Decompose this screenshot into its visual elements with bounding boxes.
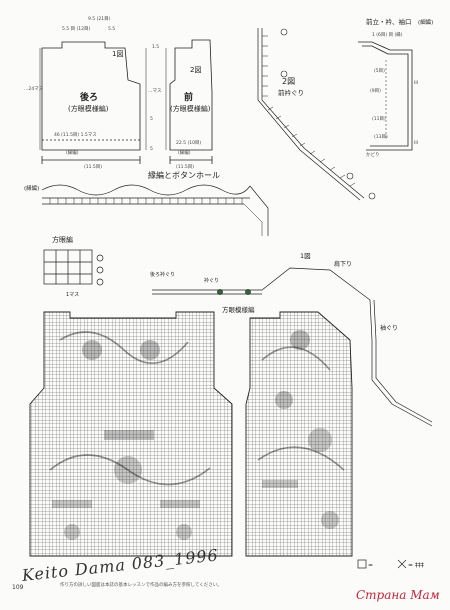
svg-text:1.5: 1.5 — [152, 44, 159, 50]
stitch-legend — [357, 559, 407, 569]
shoulder-chain — [152, 267, 433, 427]
edge-knit-label: (縁編) — [24, 184, 39, 192]
shoulder-label: 肩下り — [334, 260, 352, 268]
back-dimension-notes: 5.5 目 (12目) 9.5 (21目) 5.5 …24マス 46 (11.5… — [24, 16, 115, 170]
edge-schematic — [358, 41, 413, 151]
fang-stitch-unit: 1マス — [66, 292, 79, 298]
back-neck-label: 後ろ衿ぐり — [150, 271, 175, 278]
legend-1: = — [368, 562, 373, 569]
svg-text:5.5: 5.5 — [108, 26, 115, 32]
svg-text:(11.5目): (11.5目) — [176, 164, 194, 170]
pattern-label: 方眼模様編 — [222, 305, 255, 314]
fig1-label-bottom: 1図 — [300, 252, 311, 260]
fang-stitch-title: 方眼編 — [52, 235, 73, 244]
svg-text:(縁編): (縁編) — [178, 149, 191, 156]
front-neck-markers — [280, 28, 376, 200]
back-subtitle: (方眼模様編) — [68, 104, 109, 113]
svg-text:…24マス: …24マス — [24, 86, 44, 92]
svg-text:III: III — [414, 140, 418, 146]
edge-title: 前立・衿、袖口 — [366, 17, 412, 26]
svg-text:(5目): (5目) — [374, 68, 385, 74]
fig2-front-sub: 前衿ぐり — [278, 88, 304, 97]
front-title: 前 — [184, 91, 193, 103]
fig1-label-top: 1図 — [112, 50, 123, 58]
edge-dimension-notes: 1 (6目) 目 (縁) (5目) (9目) (11目) (13目) III I… — [366, 31, 418, 158]
neck-label: 衿ぐり — [204, 277, 219, 284]
svg-text:(縁編): (縁編) — [66, 149, 79, 156]
watermark: Страна Мам — [356, 588, 440, 602]
edge-subtitle: (細編) — [418, 18, 433, 26]
armhole-label: 袖ぐり — [380, 324, 398, 332]
svg-text:(11.5目): (11.5目) — [84, 164, 102, 170]
button-band-chart — [41, 184, 269, 236]
page-number: 109 — [12, 584, 24, 591]
fig2-front-label: 2図 — [282, 77, 295, 86]
svg-text:(11目): (11目) — [372, 116, 386, 122]
svg-text:46 (11.5目) 1.5マス: 46 (11.5目) 1.5マス — [54, 132, 97, 138]
svg-text:1 (6目) 目 (縁): 1 (6目) 目 (縁) — [372, 31, 403, 38]
svg-text:5: 5 — [150, 146, 153, 152]
svg-text:III: III — [414, 80, 418, 86]
svg-text:9.5 (21目): 9.5 (21目) — [88, 16, 111, 22]
front-neck-chain — [257, 28, 365, 201]
back-title: 後ろ — [80, 91, 98, 103]
back-schematic — [39, 41, 147, 164]
front-filet-chart — [245, 311, 353, 557]
footer-note: 作り方の詳しい図面は本誌の基本レッスンで作品の編み方を参照してください。 — [60, 583, 222, 588]
svg-text:(13目): (13目) — [374, 134, 388, 140]
legend-2: = ‡‡‡ — [408, 562, 424, 569]
cuff-label: かどり — [366, 151, 380, 158]
svg-text:5: 5 — [150, 116, 153, 122]
svg-text:22.5 (10目): 22.5 (10目) — [176, 140, 201, 146]
button-band-title: 縁編とボタンホール — [148, 170, 220, 180]
svg-text:5.5 目 (12目): 5.5 目 (12目) — [62, 26, 90, 32]
front-schematic — [165, 39, 213, 164]
back-filet-chart — [29, 311, 233, 557]
fang-stitch-chart — [43, 249, 104, 286]
svg-text:(9目): (9目) — [370, 88, 381, 94]
fig2-label-top: 2図 — [190, 66, 201, 74]
svg-text:…マス: …マス — [148, 88, 162, 94]
front-dimension-notes: 1.5 …マス 5 5 22.5 (10目) (縁編) (11.5目) — [148, 44, 201, 170]
front-subtitle: (方眼模様編) — [170, 104, 211, 113]
